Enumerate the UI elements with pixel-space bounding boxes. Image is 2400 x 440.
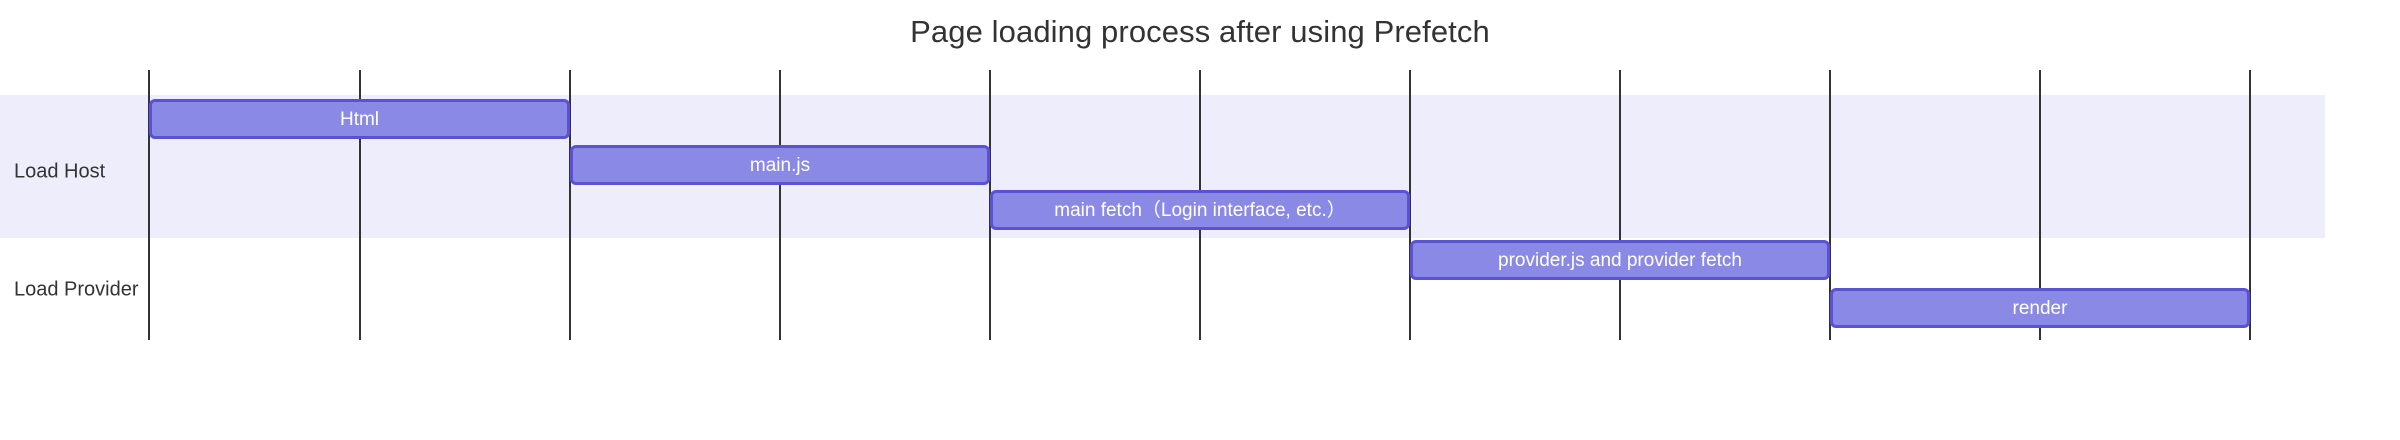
gridline-8 [1829, 70, 1831, 340]
gridline-6 [1409, 70, 1411, 340]
gridline-7 [1619, 70, 1621, 340]
task-bar-label: render [2012, 297, 2068, 319]
task-bar-label: main.js [749, 154, 811, 176]
task-bar[interactable]: render [1830, 288, 2250, 328]
task-bar[interactable]: provider.js and provider fetch [1410, 240, 1830, 280]
section-label-load-host: Load Host [14, 160, 106, 183]
task-bar[interactable]: main.js [570, 145, 990, 185]
gridline-0 [148, 70, 150, 340]
task-bar[interactable]: Html [149, 99, 570, 139]
task-bar[interactable]: main fetch（Login interface, etc.） [990, 190, 1410, 230]
task-bar-label: main fetch（Login interface, etc.） [1054, 199, 1346, 221]
gridline-1 [359, 70, 361, 340]
section-label-load-provider: Load Provider [14, 278, 139, 301]
chart-title: Page loading process after using Prefetc… [910, 14, 1490, 49]
task-bar-label: Html [339, 108, 380, 130]
task-bar-label: provider.js and provider fetch [1498, 249, 1742, 271]
gridline-9 [2039, 70, 2041, 340]
gridline-3 [779, 70, 781, 340]
gridline-2 [569, 70, 571, 340]
gridline-10 [2249, 70, 2251, 340]
